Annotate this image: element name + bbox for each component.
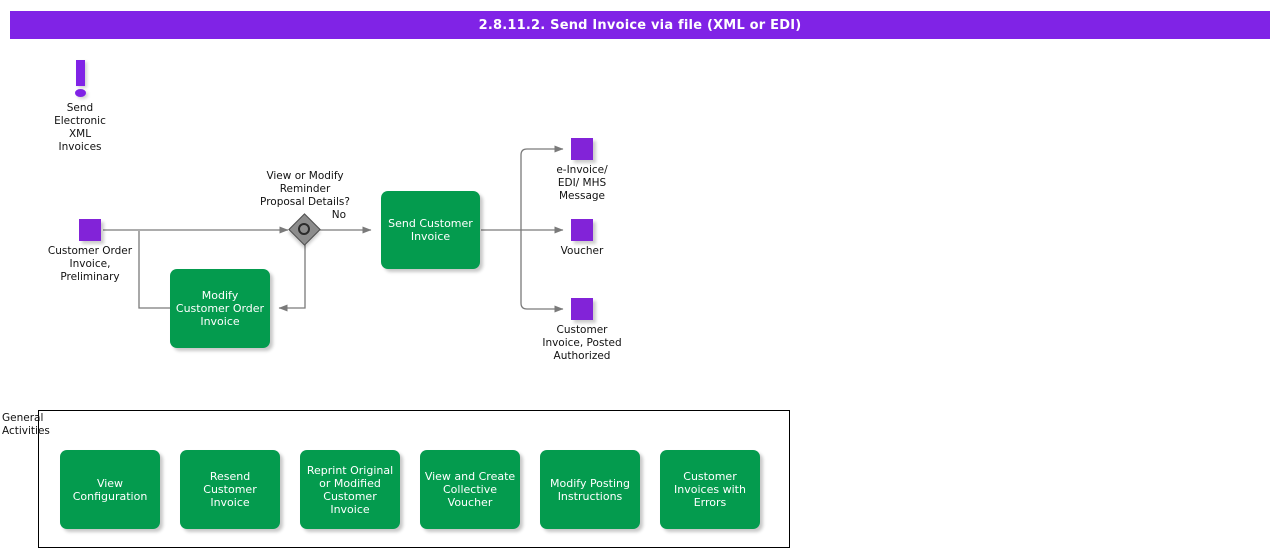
decision-question-label: View or Modify Reminder Proposal Details… (260, 170, 350, 208)
page-title: 2.8.11.2. Send Invoice via file (XML or … (10, 11, 1270, 39)
document-node-icon (571, 138, 593, 160)
process-modify-customer-order-invoice[interactable]: Modify Customer Order Invoice (170, 269, 270, 348)
activity-resend-customer-invoice[interactable]: Resend Customer Invoice (180, 450, 280, 529)
process-label: Send Customer Invoice (388, 217, 473, 243)
node-label: e-Invoice/ EDI/ MHS Message (556, 164, 608, 202)
activity-label: Modify Posting Instructions (550, 476, 630, 503)
wire-decision-to-modify (278, 244, 306, 312)
start-marker: Send Electronic XML Invoices (48, 60, 112, 154)
node-voucher[interactable]: Voucher (522, 219, 642, 258)
activity-view-configuration[interactable]: View Configuration (60, 450, 160, 529)
activity-modify-posting-instructions[interactable]: Modify Posting Instructions (540, 450, 640, 529)
general-activities-panel (38, 410, 790, 548)
decision-view-or-modify-reminder-proposal-details[interactable] (288, 213, 321, 246)
node-e-invoice-edi-mhs-message[interactable]: e-Invoice/ EDI/ MHS Message (522, 138, 642, 203)
activity-label: Customer Invoices with Errors (674, 470, 746, 509)
activity-label: View Configuration (72, 476, 148, 503)
node-label: Customer Order Invoice, Preliminary (47, 245, 133, 283)
exclamation-dot-icon (74, 89, 86, 97)
document-node-icon (571, 219, 593, 241)
activity-customer-invoices-with-errors[interactable]: Customer Invoices with Errors (660, 450, 760, 529)
node-customer-invoice-posted-authorized[interactable]: Customer Invoice, Posted Authorized (522, 298, 642, 363)
exclamation-icon (75, 60, 85, 86)
node-label: Customer Invoice, Posted Authorized (542, 324, 622, 362)
process-send-customer-invoice[interactable]: Send Customer Invoice (381, 191, 480, 269)
activity-label: Resend Customer Invoice (203, 470, 257, 509)
activity-label: Reprint Original or Modified Customer In… (306, 463, 394, 516)
activity-reprint-original-or-modified-customer-invoice[interactable]: Reprint Original or Modified Customer In… (300, 450, 400, 529)
process-label: Modify Customer Order Invoice (175, 289, 265, 328)
decision-ring-icon (298, 223, 310, 235)
node-label: Voucher (560, 245, 604, 257)
decision-answer-label: No (331, 209, 346, 221)
document-node-icon (571, 298, 593, 320)
activity-view-and-create-collective-voucher[interactable]: View and Create Collective Voucher (420, 450, 520, 529)
node-customer-order-invoice-preliminary[interactable]: Customer Order Invoice, Preliminary (30, 219, 150, 284)
general-activities-label: General Activities (2, 412, 50, 437)
start-marker-label: Send Electronic XML Invoices (54, 102, 106, 153)
activity-label: View and Create Collective Voucher (424, 470, 516, 509)
document-node-icon (79, 219, 101, 241)
